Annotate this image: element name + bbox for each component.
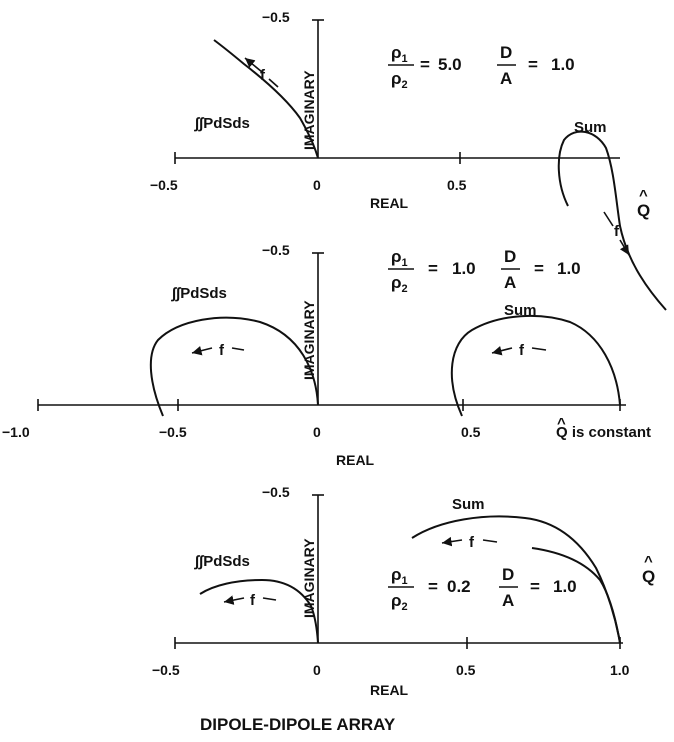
real-axis-label: REAL [370, 195, 409, 211]
integral-curve [199, 578, 319, 644]
tick-label-im-neg05: −0.5 [262, 484, 290, 500]
d-label: D [500, 43, 512, 62]
sum-label: Sum [452, 496, 485, 513]
a-label: A [500, 69, 512, 88]
tick-label-im-neg05: −0.5 [262, 9, 290, 25]
equals-sign: = [534, 259, 544, 278]
integral-curve [213, 39, 319, 159]
resistivity-ratio: 0.2 [447, 577, 471, 596]
sum-curve [411, 515, 621, 644]
q-hat-label: Q [642, 567, 655, 586]
arrow-icon [244, 57, 263, 73]
q-hat-label: Q [637, 201, 650, 220]
equals-sign: = [428, 577, 438, 596]
hat-mark: ^ [639, 187, 648, 204]
rho-2: ρ2 [391, 591, 408, 613]
tick-label-zero: 0 [313, 424, 321, 440]
real-axis-label: REAL [370, 682, 409, 698]
tick-label-im-neg05: −0.5 [262, 242, 290, 258]
imaginary-axis-label: IMAGINARY [301, 70, 317, 150]
f-label: f [260, 67, 266, 84]
tick-label-pos05: 0.5 [461, 424, 481, 440]
panel-3: −0.5 −0.5 0 0.5 1.0 REAL IMAGINARY f f ∫… [152, 484, 655, 698]
sum-curve [450, 314, 621, 417]
arrow-icon [491, 346, 513, 356]
figure-title: DIPOLE-DIPOLE ARRAY [200, 715, 396, 734]
f-label: f [250, 592, 256, 609]
parameter-text: ρ1 ρ2 = 1.0 D A = 1.0 [388, 247, 581, 295]
arrow-icon [441, 536, 463, 547]
d-label: D [504, 247, 516, 266]
parameter-text: ρ1 ρ2 = 0.2 D A = 1.0 [388, 565, 577, 613]
rho-2: ρ2 [391, 273, 408, 295]
tick-label-neg05: −0.5 [150, 177, 178, 193]
panel-2: −0.5 −1.0 −0.5 0 0.5 REAL IMAGINARY f f … [2, 242, 651, 468]
equals-sign: = [530, 577, 540, 596]
tick-label-pos05: 0.5 [456, 662, 476, 678]
arrow-icon [619, 239, 630, 256]
tick-label-pos05: 0.5 [447, 177, 467, 193]
f-label: f [614, 223, 620, 240]
f-label: f [519, 342, 525, 359]
rho-2: ρ2 [391, 69, 408, 91]
integral-label: ∫∫PdSds [194, 115, 250, 132]
real-axis-label: REAL [336, 452, 375, 468]
q-hat-curve [531, 547, 621, 644]
dash-mark [231, 347, 245, 351]
dash-mark [531, 347, 547, 351]
tick-label-neg05: −0.5 [152, 662, 180, 678]
equals-sign: = [528, 55, 538, 74]
sum-curve [557, 130, 667, 311]
integral-label: ∫∫PdSds [194, 553, 250, 570]
resistivity-ratio: 1.0 [452, 259, 476, 278]
f-label: f [469, 534, 475, 551]
imaginary-axis-label: IMAGINARY [301, 538, 317, 618]
rho-1: ρ1 [391, 43, 408, 65]
dash-mark [268, 78, 279, 88]
equals-sign: = [420, 55, 430, 74]
tick-label-neg05: −0.5 [159, 424, 187, 440]
tick-label-zero: 0 [313, 662, 321, 678]
arrow-icon [223, 595, 245, 605]
spacing-ratio: 1.0 [551, 55, 575, 74]
f-label: f [219, 342, 225, 359]
rho-1: ρ1 [391, 247, 408, 269]
parameter-text: ρ1 ρ2 = 5.0 D A = 1.0 [388, 43, 575, 91]
a-label: A [502, 591, 514, 610]
arrow-icon [191, 346, 213, 356]
integral-label: ∫∫PdSds [171, 285, 227, 302]
resistivity-ratio: 5.0 [438, 55, 462, 74]
sum-label: Sum [504, 302, 537, 319]
spacing-ratio: 1.0 [553, 577, 577, 596]
dash-mark [603, 211, 614, 227]
dash-mark [482, 539, 498, 543]
a-label: A [504, 273, 516, 292]
tick-label-neg10: −1.0 [2, 424, 30, 440]
equals-sign: = [428, 259, 438, 278]
panel-1: −0.5 −0.5 0 0.5 REAL IMAGINARY f f ∫∫PdS… [150, 9, 667, 311]
dash-mark [262, 597, 277, 601]
q-constant-label: Q is constant [556, 424, 651, 441]
d-label: D [502, 565, 514, 584]
tick-label-zero: 0 [313, 177, 321, 193]
tick-label-pos10: 1.0 [610, 662, 630, 678]
rho-1: ρ1 [391, 565, 408, 587]
integral-curve [149, 316, 319, 417]
hat-mark: ^ [557, 415, 566, 432]
spacing-ratio: 1.0 [557, 259, 581, 278]
hat-mark: ^ [644, 553, 653, 570]
sum-label: Sum [574, 119, 607, 136]
